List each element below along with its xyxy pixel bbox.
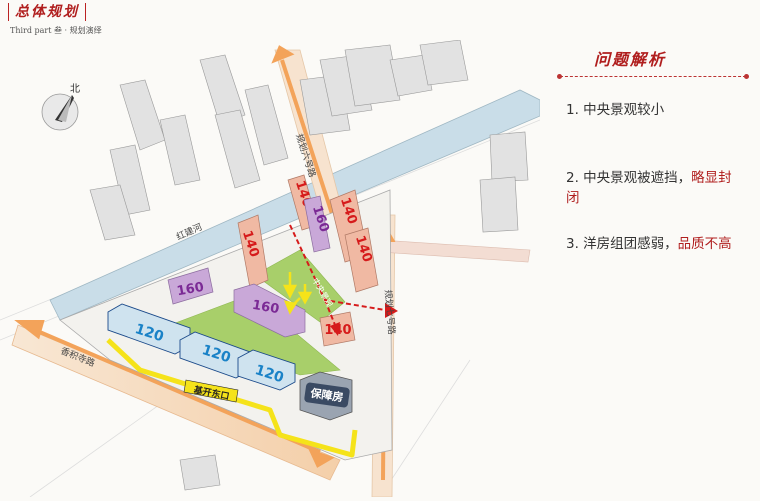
compass-icon: 北 bbox=[41, 83, 80, 131]
building-140-a: 140 bbox=[237, 214, 269, 289]
building-160-a: 160 bbox=[303, 195, 332, 253]
divider bbox=[557, 74, 749, 79]
building-140-d: 140 bbox=[344, 227, 379, 293]
label-160: 160 bbox=[251, 298, 280, 317]
analysis-panel: 问题解析 1. 中央景观较小 2. 中央景观被遮挡，略显封闭 3. 洋房组团感弱… bbox=[548, 0, 760, 497]
analysis-title: 问题解析 bbox=[594, 50, 667, 69]
analysis-point-1: 1. 中央景观较小 bbox=[566, 102, 665, 118]
label-160: 160 bbox=[176, 280, 205, 299]
road-label-east: 规划七号路 bbox=[382, 289, 398, 335]
compass-label: 北 bbox=[70, 83, 80, 95]
facility-label: 保障房 bbox=[309, 386, 345, 405]
header: 总体规划 Third part 叁 · 规划演绎 bbox=[0, 0, 200, 45]
section-title: 总体规划 bbox=[8, 3, 86, 21]
building-120-a: 120 bbox=[107, 303, 191, 355]
site-plan: 140 140 160 140 140 160 160 120 120 120 bbox=[0, 39, 541, 498]
yellow-route bbox=[106, 338, 358, 458]
analysis-point-2: 2. 中央景观被遮挡，略显封闭 bbox=[566, 170, 732, 206]
analysis-point-3: 3. 洋房组团感弱，品质不高 bbox=[566, 236, 732, 252]
yellow-arrows bbox=[282, 272, 313, 315]
section-subtitle: Third part 叁 · 规划演绎 bbox=[10, 26, 102, 35]
view-arrows bbox=[289, 224, 386, 326]
surrounding-buildings bbox=[89, 39, 529, 491]
building-160-b: 160 bbox=[167, 267, 214, 305]
building-160-c: 160 bbox=[233, 283, 306, 338]
building-120-c: 120 bbox=[237, 349, 296, 391]
facility-building: 保障房 bbox=[299, 371, 353, 421]
